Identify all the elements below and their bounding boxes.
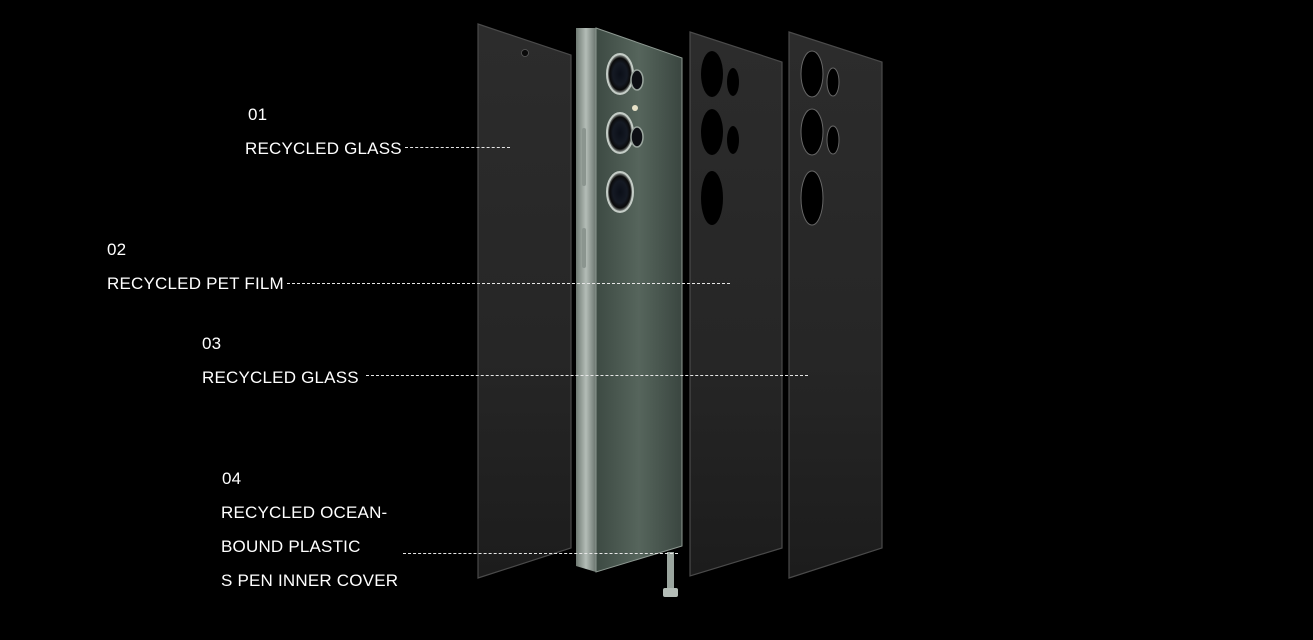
camera-cutout	[826, 67, 840, 97]
camera-cutout	[701, 109, 723, 155]
lens-icon	[606, 171, 634, 213]
callout-leader-line	[366, 375, 808, 376]
lens-icon	[630, 69, 644, 91]
callout-number: 02	[107, 240, 127, 259]
callout-label: S PEN INNER COVER	[221, 571, 399, 590]
phone-body	[576, 27, 683, 597]
camera-cutout	[701, 171, 723, 225]
s-pen-tip	[663, 552, 678, 597]
front-camera-hole	[521, 49, 529, 57]
s-pen-inner-cover-panel	[788, 31, 883, 579]
lens-icon	[630, 126, 644, 148]
lens-icon	[606, 112, 634, 154]
callout-label: BOUND PLASTIC	[221, 537, 361, 556]
camera-cutout	[800, 50, 824, 98]
callout-label: RECYCLED OCEAN-	[221, 503, 388, 522]
callout-leader-line	[403, 553, 678, 554]
side-button-volume	[582, 128, 586, 186]
callout-leader-line	[287, 283, 730, 284]
lens-icon	[606, 53, 634, 95]
camera-cutout	[800, 170, 824, 226]
camera-cutout	[800, 108, 824, 156]
callout-label: RECYCLED GLASS	[245, 139, 402, 158]
camera-cutout	[701, 51, 723, 97]
camera-lenses	[606, 53, 644, 213]
camera-cutout	[727, 68, 739, 96]
callout-number: 03	[202, 334, 222, 353]
callout-number: 01	[248, 105, 268, 124]
camera-cutout	[826, 125, 840, 155]
callout-leader-line	[405, 147, 510, 148]
callout-label: RECYCLED GLASS	[202, 368, 359, 387]
side-button-power	[582, 228, 586, 268]
back-glass-panel	[689, 31, 783, 577]
front-glass-panel	[477, 23, 572, 579]
camera-cutout	[727, 126, 739, 154]
callout-label: RECYCLED PET FILM	[107, 274, 284, 293]
flash-icon	[632, 105, 638, 111]
callout-number: 04	[222, 469, 242, 488]
